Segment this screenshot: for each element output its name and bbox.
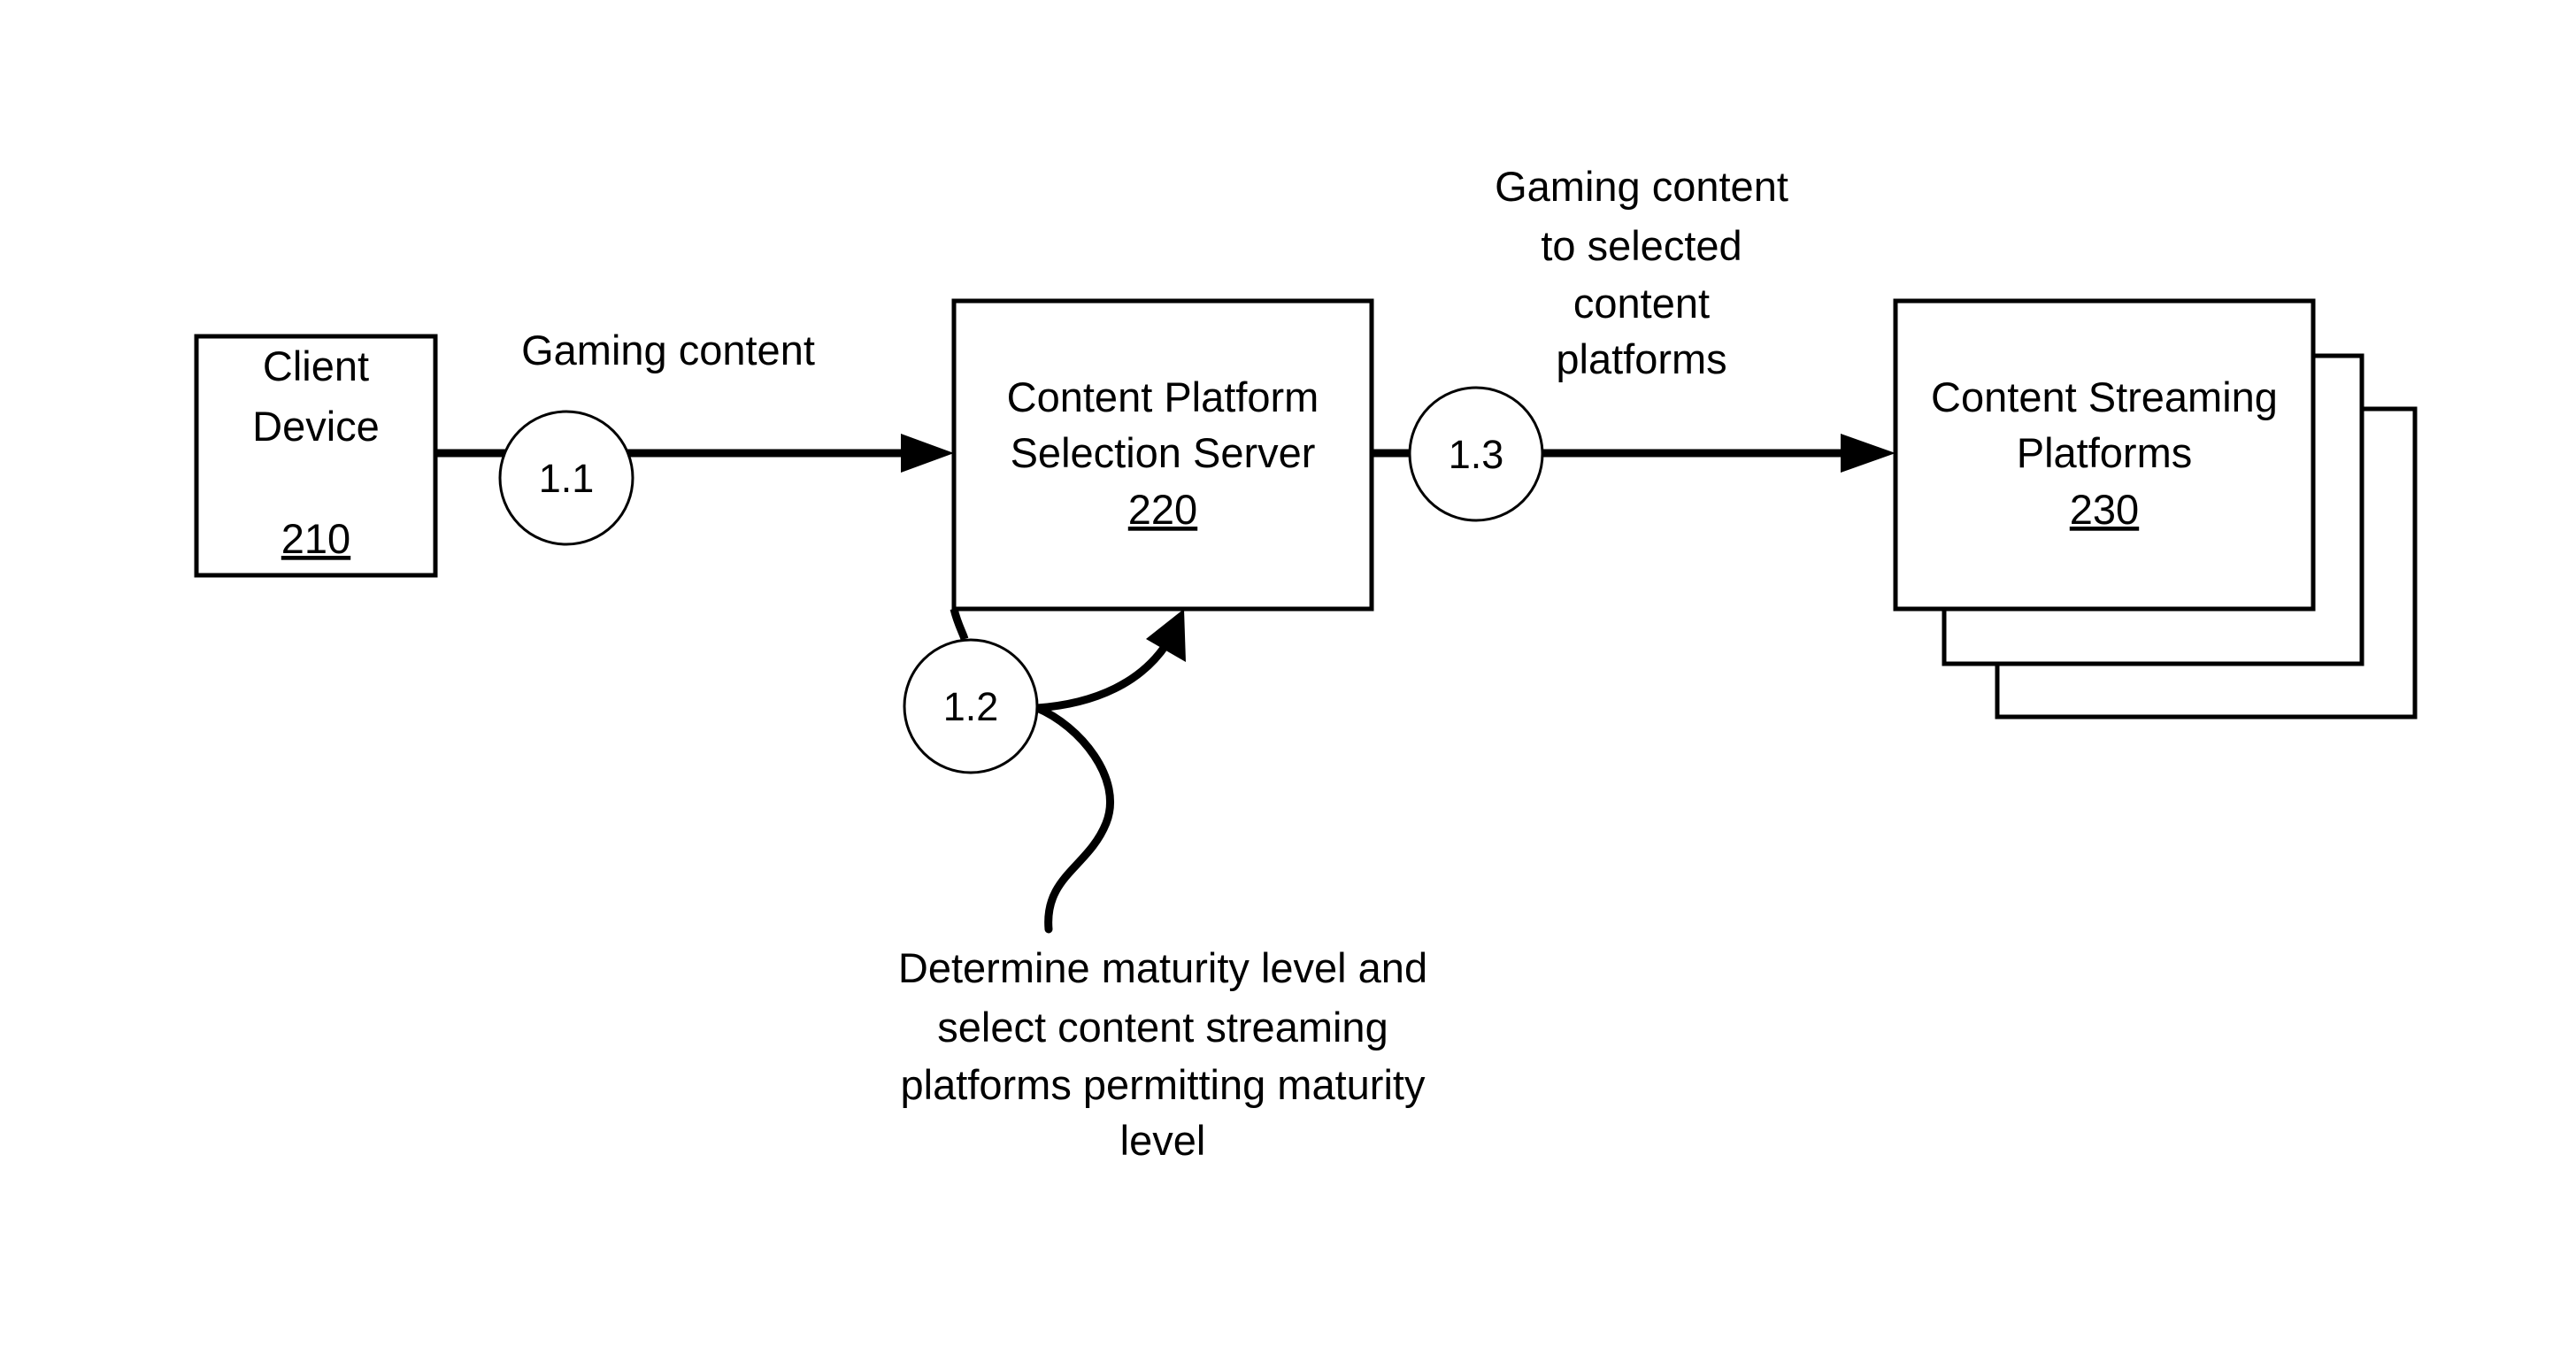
to-platforms-label-line4: platforms (1556, 335, 1726, 382)
to-platforms-label: Gaming content to selected content platf… (1495, 163, 1788, 382)
step-1-1-marker: 1.1 (500, 412, 633, 544)
step-1-2-marker: 1.2 (904, 640, 1037, 773)
selection-server-node: Content Platform Selection Server 220 (954, 301, 1372, 609)
step-1-2-loop-arrowhead (1146, 609, 1186, 662)
determine-maturity-label-line4: level (1120, 1117, 1206, 1164)
step-1-1-label: 1.1 (539, 456, 595, 501)
step-1-3-marker: 1.3 (1410, 388, 1542, 520)
arrow-server-to-platforms-head (1841, 434, 1895, 473)
client-device-node: Client Device 210 (196, 336, 435, 575)
step-1-2-loop-left-curve (954, 609, 965, 639)
step-1-2-callout-squiggle (1037, 708, 1111, 929)
arrow-client-to-server-head (901, 434, 954, 473)
determine-maturity-label-line3: platforms permitting maturity (901, 1061, 1426, 1108)
step-1-2-loop-right-curve (1037, 644, 1166, 708)
to-platforms-label-line1: Gaming content (1495, 163, 1788, 210)
streaming-platforms-node: Content Streaming Platforms 230 (1895, 301, 2415, 717)
to-platforms-label-line3: content (1573, 280, 1710, 327)
streaming-platforms-ref-number: 230 (2070, 486, 2139, 533)
streaming-platforms-label-line2: Platforms (2017, 429, 2193, 476)
client-device-label-line2: Device (252, 403, 380, 450)
client-device-ref-number: 210 (281, 515, 350, 562)
gaming-content-label: Gaming content (521, 327, 815, 373)
client-device-label-line1: Client (263, 342, 369, 389)
selection-server-label-line1: Content Platform (1007, 373, 1319, 420)
selection-server-label-line2: Selection Server (1011, 429, 1316, 476)
determine-maturity-label-line2: select content streaming (937, 1004, 1388, 1051)
selection-server-ref-number: 220 (1128, 486, 1197, 533)
determine-maturity-label-line1: Determine maturity level and (898, 944, 1427, 991)
to-platforms-label-line2: to selected (1541, 222, 1742, 269)
step-1-2-label: 1.2 (943, 684, 999, 729)
step-1-3-label: 1.3 (1449, 432, 1504, 477)
streaming-platforms-label-line1: Content Streaming (1931, 373, 2278, 420)
determine-maturity-label: Determine maturity level and select cont… (898, 944, 1427, 1164)
